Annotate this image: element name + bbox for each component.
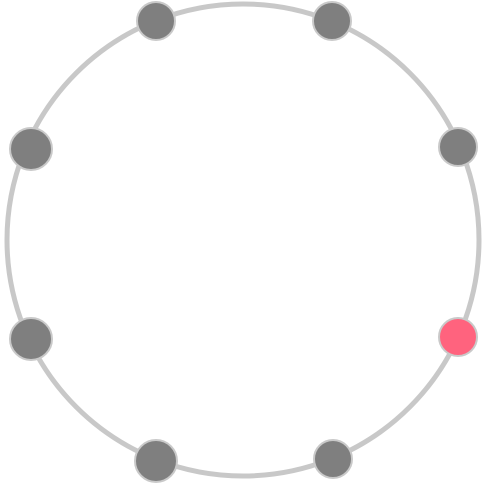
ring-track bbox=[4, 1, 482, 479]
board-node[interactable] bbox=[134, 439, 178, 483]
board-node[interactable] bbox=[313, 439, 353, 479]
board-node[interactable] bbox=[9, 317, 53, 361]
nodes-layer bbox=[9, 1, 478, 483]
highlighted-node[interactable] bbox=[438, 317, 478, 357]
board-node[interactable] bbox=[9, 127, 53, 171]
board-node[interactable] bbox=[136, 1, 176, 41]
board-node[interactable] bbox=[438, 127, 478, 167]
board-node[interactable] bbox=[312, 1, 352, 41]
